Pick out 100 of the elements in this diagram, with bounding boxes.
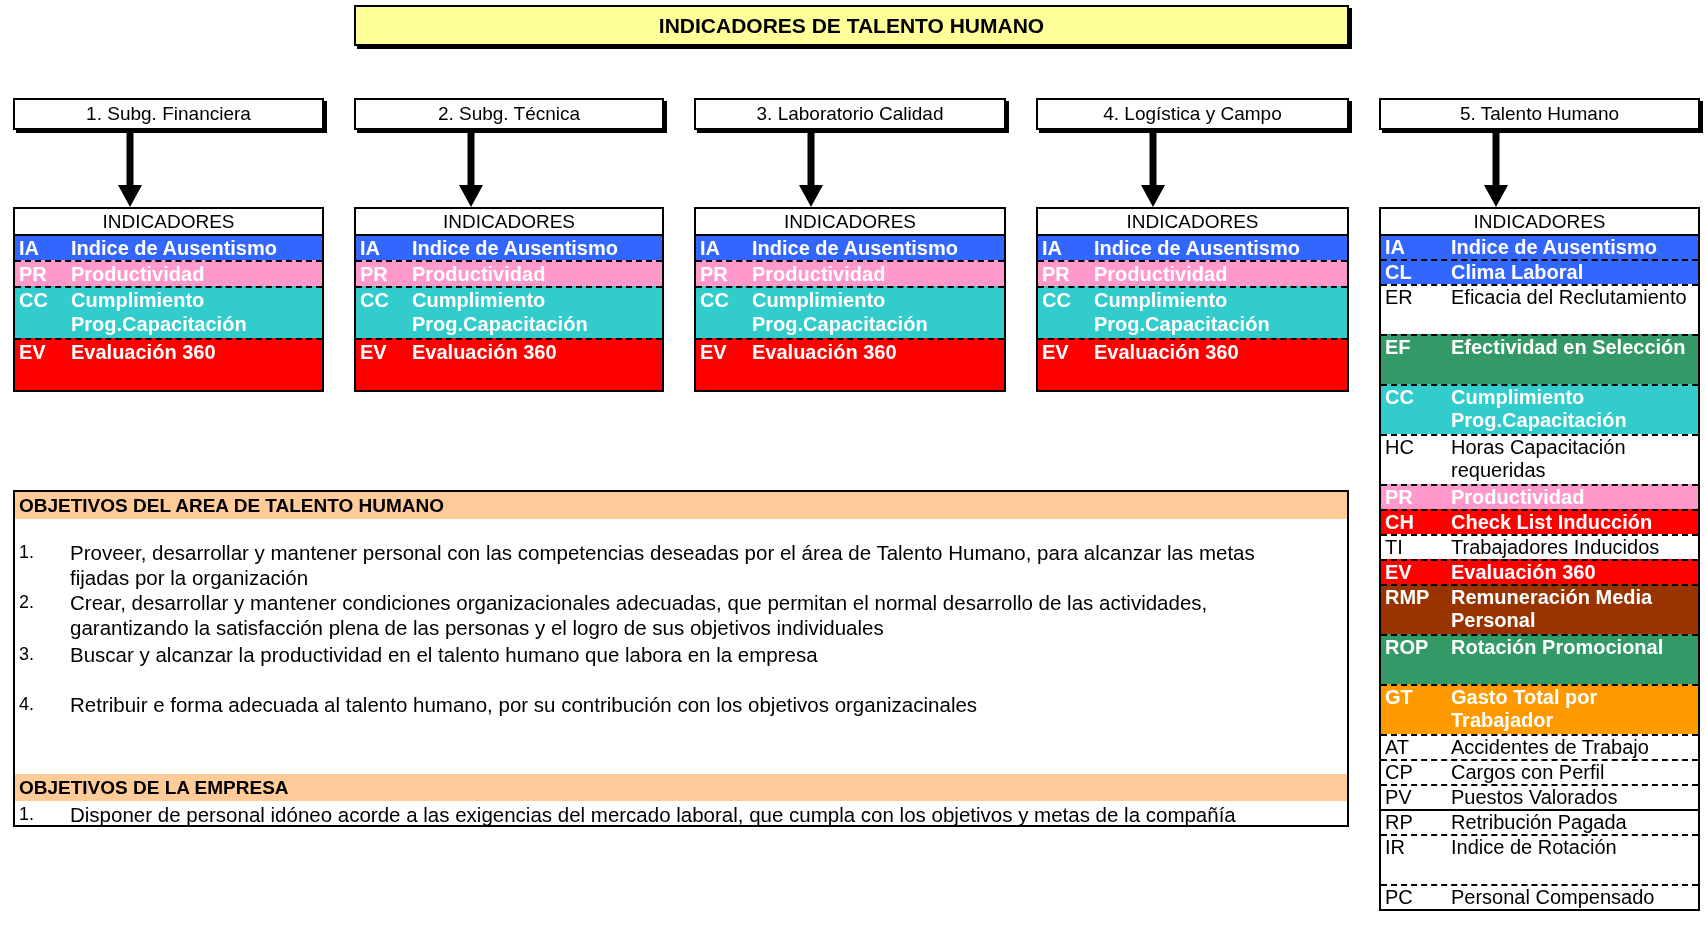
indicator-code: EF — [1385, 336, 1412, 359]
indicator-code: EV — [19, 340, 47, 364]
indicator-name: Indice de Ausentismo — [71, 236, 278, 260]
indicator-table — [1036, 207, 1349, 392]
indicator-name: Evaluación 360 — [412, 340, 558, 364]
indicator-code: IA — [700, 236, 721, 260]
department-label: 5. Talento Humano — [1459, 103, 1620, 125]
objective-text: Buscar y alcanzar la productividad en el talento humano que labora en la empresa — [70, 642, 819, 667]
indicator-row — [1381, 584, 1698, 634]
indicator-name: Productividad — [752, 262, 887, 286]
indicator-name: Indice de Ausentismo — [412, 236, 619, 260]
indicator-code: PV — [1385, 786, 1413, 809]
indicator-name: Efectividad en Selección — [1451, 336, 1687, 359]
indicator-row — [1381, 334, 1698, 384]
indicator-row — [1381, 384, 1698, 434]
indicator-code: EV — [360, 340, 388, 364]
indicator-row — [1038, 286, 1347, 338]
indicator-row — [1381, 634, 1698, 684]
indicator-name: Cumplimiento Prog.Capacitación — [412, 288, 589, 336]
indicator-row — [1381, 259, 1698, 284]
objective-text: Retribuir e forma adecuada al talento humano, por su contribución con los objetivos organizacinales — [70, 692, 979, 717]
indicator-code: EV — [700, 340, 728, 364]
indicator-name: Eficacia del Reclutamiento — [1451, 286, 1688, 309]
indicator-row — [1381, 684, 1698, 734]
indicator-code: EV — [1042, 340, 1070, 364]
indicator-row — [15, 260, 322, 286]
indicator-code: CC — [1042, 288, 1072, 312]
department-box — [694, 98, 1006, 130]
indicator-code: ROP — [1385, 636, 1430, 659]
indicator-code: CC — [1385, 386, 1415, 409]
indicator-row — [356, 234, 662, 260]
indicator-name: Indice de Rotación — [1451, 836, 1618, 859]
indicator-name: Trabajadores Inducidos — [1451, 536, 1661, 559]
indicator-name: Evaluación 360 — [1451, 561, 1597, 584]
indicator-code: PR — [1042, 262, 1071, 286]
department-label: 3. Laboratorio Calidad — [756, 103, 944, 125]
objectives-panel — [13, 490, 1349, 827]
indicator-code: PR — [700, 262, 729, 286]
section-heading: OBJETIVOS DEL AREA DE TALENTO HUMANO — [15, 492, 1347, 519]
indicator-row — [1038, 338, 1347, 390]
indicator-code: RP — [1385, 811, 1414, 834]
indicator-code: IA — [360, 236, 381, 260]
department-box — [1036, 98, 1349, 130]
indicator-name: Check List Inducción — [1451, 511, 1654, 534]
title-banner: INDICADORES DE TALENTO HUMANO — [354, 5, 1349, 46]
indicator-name: Cargos con Perfil — [1451, 761, 1606, 784]
indicator-row — [1381, 534, 1698, 559]
indicator-row — [1038, 234, 1347, 260]
indicator-row — [1381, 809, 1698, 834]
indicator-row — [356, 286, 662, 338]
indicator-code: CP — [1385, 761, 1414, 784]
department-box — [1379, 98, 1700, 130]
indicator-row — [1381, 759, 1698, 784]
indicator-name: Productividad — [412, 262, 547, 286]
indicator-name: Evaluación 360 — [1094, 340, 1240, 364]
department-label: 1. Subg. Financiera — [86, 103, 251, 125]
objective-text: Crear, desarrollar y mantener condiciones organizacionales adecuadas, que permitan el normal desarrollo de las actividades, garantizando la satisfacción plena de las personas y el logro de sus objetivos individuales — [70, 590, 1209, 640]
indicator-name: Accidentes de Trabajo — [1451, 736, 1650, 759]
indicator-name: Horas Capacitación requeridas — [1451, 436, 1627, 482]
indicator-code: EV — [1385, 561, 1413, 584]
indicator-code: PR — [360, 262, 389, 286]
indicator-code: GT — [1385, 686, 1414, 709]
indicator-table — [354, 207, 664, 392]
table-header: INDICADORES — [1125, 210, 1260, 234]
indicator-code: RMP — [1385, 586, 1431, 609]
indicator-name: Indice de Ausentismo — [752, 236, 959, 260]
indicator-row — [1381, 734, 1698, 759]
indicator-row — [696, 338, 1004, 390]
indicator-code: HC — [1385, 436, 1415, 459]
indicator-row — [696, 234, 1004, 260]
indicator-name: Productividad — [1451, 486, 1586, 509]
indicator-name: Personal Compensado — [1451, 886, 1656, 909]
indicator-code: PC — [1385, 886, 1414, 909]
indicator-name: Puestos Valorados — [1451, 786, 1619, 809]
department-label: 4. Logística y Campo — [1103, 103, 1282, 125]
indicator-row — [1381, 434, 1698, 484]
indicator-code: IA — [1042, 236, 1063, 260]
indicator-name: Remuneración Media Personal — [1451, 586, 1654, 632]
indicator-table — [694, 207, 1006, 392]
indicator-name: Productividad — [71, 262, 206, 286]
department-box — [13, 98, 324, 130]
indicator-code: CC — [19, 288, 49, 312]
list-number: 3. — [19, 643, 34, 666]
indicator-name: Indice de Ausentismo — [1451, 236, 1658, 259]
table-header: INDICADORES — [1472, 210, 1607, 234]
indicator-name: Retribución Pagada — [1451, 811, 1628, 834]
department-label: 2. Subg. Técnica — [437, 103, 581, 125]
indicator-code: PR — [1385, 486, 1414, 509]
indicator-row — [15, 338, 322, 390]
indicator-row — [1381, 234, 1698, 259]
indicator-row — [1381, 884, 1698, 909]
indicator-code: PR — [19, 262, 48, 286]
indicator-name: Gasto Total por Trabajador — [1451, 686, 1599, 732]
indicator-name: Cumplimiento Prog.Capacitación — [752, 288, 929, 336]
indicator-row — [696, 260, 1004, 286]
indicator-name: Cumplimiento Prog.Capacitación — [71, 288, 248, 336]
table-header: INDICADORES — [101, 210, 236, 234]
list-number: 2. — [19, 591, 34, 614]
list-number: 1. — [19, 803, 34, 826]
indicator-row — [1381, 559, 1698, 584]
